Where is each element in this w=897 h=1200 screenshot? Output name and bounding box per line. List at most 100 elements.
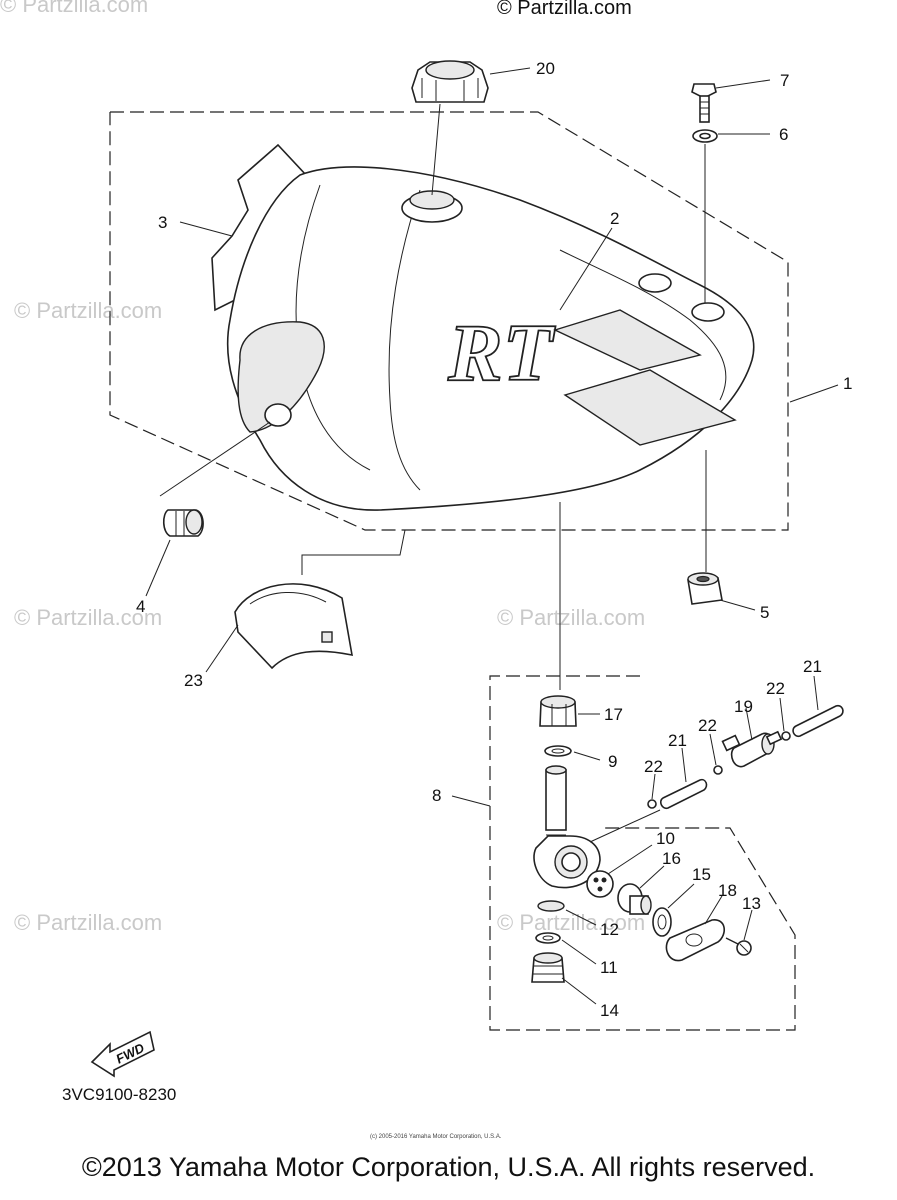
part-22-clip-a	[647, 799, 657, 809]
tank-left-recess	[237, 321, 325, 433]
watermark-topleft: © Partzilla.com	[0, 0, 148, 17]
part-5-grommet	[687, 572, 723, 605]
leader-23	[205, 624, 239, 673]
tank-graphic-panel	[553, 309, 702, 371]
callout-9: 9	[608, 752, 617, 771]
part-16-lever	[617, 883, 652, 915]
part-20-fuel-cap	[411, 60, 489, 103]
part-23-band	[234, 583, 353, 670]
leader-21b	[813, 675, 819, 711]
part-11-washer	[535, 932, 561, 944]
part-9-o-ring-hole	[551, 748, 565, 754]
callout-1: 1	[843, 374, 852, 393]
leader-22c	[779, 697, 785, 732]
leader-22b	[709, 733, 717, 766]
leader-23-mount	[301, 529, 406, 575]
part-22-clip-b	[713, 765, 723, 775]
tank-rear-mount	[638, 273, 672, 293]
callout-8: 8	[432, 786, 441, 805]
callout-6: 6	[779, 125, 788, 144]
leader-8	[451, 795, 491, 807]
leader-13	[743, 909, 753, 941]
part-19-fuel-filter	[721, 730, 783, 768]
callout-2: 2	[610, 209, 619, 228]
watermark-center-2: © Partzilla.com	[497, 910, 645, 935]
tank-bolt-mount	[691, 302, 725, 322]
callout-11: 11	[600, 958, 618, 977]
leader-14	[561, 977, 597, 1005]
tank-panel-line	[388, 189, 421, 491]
leader-10	[607, 844, 653, 875]
callout-21a: 21	[668, 731, 687, 750]
callout-10: 10	[656, 829, 675, 848]
callout-19: 19	[734, 697, 753, 716]
callout-18: 18	[718, 881, 737, 900]
callout-22b: 22	[698, 716, 717, 735]
leader-21a	[681, 747, 687, 783]
copyright-footer: ©2013 Yamaha Motor Corporation, U.S.A. A…	[81, 1152, 816, 1182]
callout-20: 20	[536, 59, 555, 78]
leader-11	[561, 939, 597, 965]
part-10-filter-hole	[593, 877, 599, 883]
tank-grommet-mount	[264, 403, 292, 427]
part-6-washer-hole	[699, 132, 711, 140]
leader-1	[789, 384, 839, 403]
part-21-hose-a	[660, 778, 708, 810]
part-8-fuel-cock	[533, 765, 601, 889]
leader-4	[145, 539, 171, 597]
leader-3	[179, 221, 233, 237]
part-11-washer-hole	[542, 935, 554, 941]
diagram-code: 3VC9100-8230	[62, 1085, 176, 1104]
callout-15: 15	[692, 865, 711, 884]
callout-13: 13	[742, 894, 761, 913]
leader-2	[559, 227, 613, 311]
callout-22a: 22	[644, 757, 663, 776]
part-14-drain-cup	[531, 952, 565, 983]
callout-12: 12	[600, 920, 619, 939]
leader-12	[565, 909, 597, 926]
callout-4: 4	[136, 597, 145, 616]
leader-16	[639, 865, 665, 889]
part-21-hose-b	[792, 704, 844, 738]
callout-5: 5	[760, 603, 769, 622]
leader-20-label	[489, 67, 531, 75]
tank-rt-decal: RT	[447, 307, 556, 398]
part-10-filter-hole	[601, 877, 607, 883]
callout-14: 14	[600, 1001, 619, 1020]
leader-20	[431, 103, 441, 196]
leader-19	[745, 707, 753, 741]
leader-cock-to-hose	[589, 809, 661, 843]
watermark-left-3: © Partzilla.com	[14, 910, 162, 935]
watermark-top: © Partzilla.com	[497, 0, 632, 19]
part-15-gasket	[652, 907, 672, 937]
leader-22a	[651, 773, 656, 800]
leader-9	[573, 751, 601, 761]
part-17-nut	[539, 695, 577, 727]
part-18-plate-hole	[685, 933, 703, 947]
part-7-bolt	[691, 83, 717, 123]
part-10-filter-hole	[597, 886, 603, 892]
part-18-plate	[665, 919, 725, 962]
watermark-left-1: © Partzilla.com	[14, 298, 162, 323]
callout-17: 17	[604, 705, 623, 724]
leader-7	[715, 79, 771, 89]
part-22-clip-c	[781, 731, 791, 741]
callout-22c: 22	[766, 679, 785, 698]
tank-graphic-panel	[563, 369, 737, 446]
fwd-arrow-icon: FWD	[90, 1030, 155, 1078]
callout-23: 23	[184, 671, 203, 690]
leader-5	[719, 599, 756, 611]
part-12-strainer	[537, 900, 565, 912]
callout-3: 3	[158, 213, 167, 232]
part-10-filter	[586, 870, 614, 898]
callout-7: 7	[780, 71, 789, 90]
part-4-damper	[162, 509, 204, 537]
watermark-left-2: © Partzilla.com	[14, 605, 162, 630]
leader-18	[704, 895, 723, 925]
watermark-center: © Partzilla.com	[497, 605, 645, 630]
tank-panel-line	[559, 249, 727, 401]
part-15-gasket-hole	[657, 914, 667, 930]
tank-assembly-boundary	[109, 111, 789, 531]
part-13-screw	[725, 937, 752, 956]
